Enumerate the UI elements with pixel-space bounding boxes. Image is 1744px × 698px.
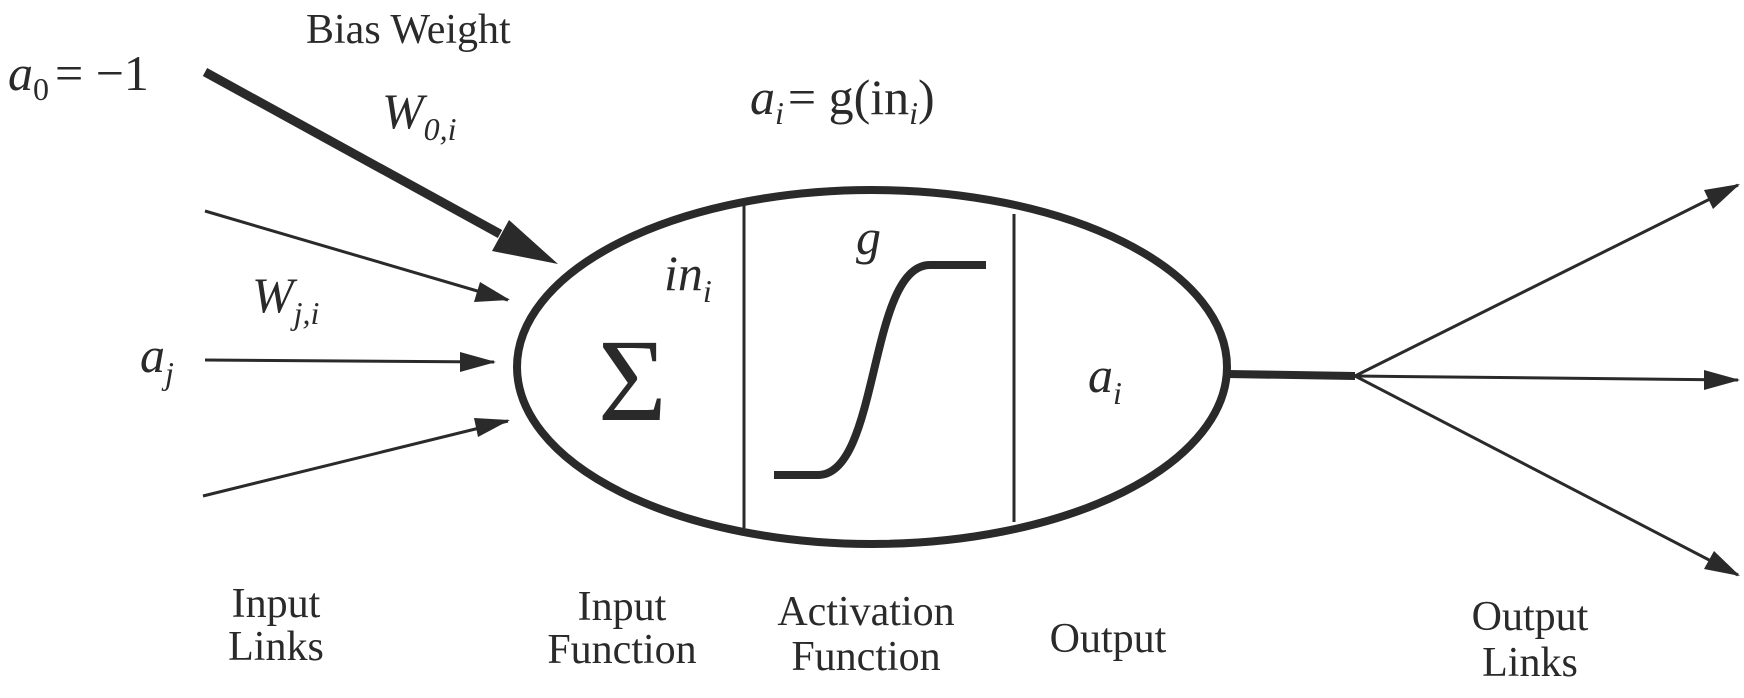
bias-link-arrowhead <box>492 220 558 264</box>
output-link-3 <box>1354 374 1739 577</box>
output-links-label-line2: Links <box>1482 640 1578 686</box>
activation-function-label-line2: Function <box>791 634 940 680</box>
output-activation-label: ai <box>1088 347 1122 411</box>
net-input-label: ini <box>664 245 712 309</box>
bias-weight-symbol: W0,i <box>382 83 457 147</box>
output-link-1 <box>1354 183 1739 378</box>
bias-input-equation: a0= −1 <box>8 45 149 107</box>
bias-weight-label: Bias Weight <box>306 7 511 53</box>
neuron-body <box>513 186 1231 548</box>
summation-symbol: Σ <box>598 315 667 446</box>
input-activation-symbol: aj <box>140 327 174 391</box>
output-label: Output <box>1050 616 1167 662</box>
output-links-label-line1: Output <box>1472 594 1589 640</box>
input-link-3 <box>202 419 509 498</box>
activation-equation: ai= g(ini) <box>750 69 935 131</box>
activation-g-label: g <box>856 209 881 265</box>
input-links-label-line1: Input <box>232 581 321 627</box>
output-link-2-arrowhead <box>1704 370 1740 390</box>
activation-function-label-line1: Activation <box>777 589 954 635</box>
sigmoid-curve <box>774 261 986 479</box>
input-link-2-arrowhead <box>460 352 496 372</box>
input-function-label-line2: Function <box>547 627 696 673</box>
input-link-3-arrowhead <box>474 418 510 437</box>
output-link-2 <box>1354 374 1739 382</box>
output-link-3-arrowhead <box>1704 551 1740 576</box>
input-link-1 <box>204 209 509 302</box>
input-weight-symbol: Wj,i <box>252 267 319 331</box>
input-link-2 <box>204 358 495 364</box>
input-links-label-line2: Links <box>228 624 324 670</box>
output-line <box>1226 370 1356 380</box>
output-link-1-arrowhead <box>1704 184 1740 209</box>
input-function-label-line1: Input <box>578 584 667 630</box>
input-link-1-arrowhead <box>474 282 510 302</box>
bias-link <box>202 68 503 238</box>
